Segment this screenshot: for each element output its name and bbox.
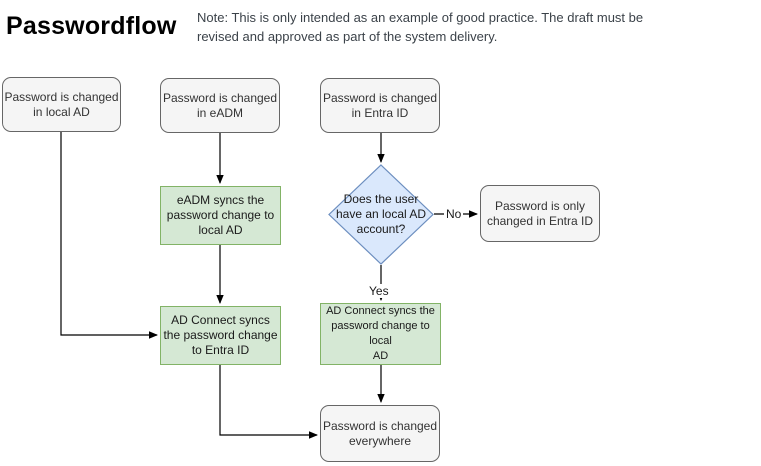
diamond-shape [328,164,434,265]
node-password-changed-eadm: Password is changed in eADM [160,78,280,133]
node-label: Password is changed in Entra ID [322,90,438,120]
node-password-changed-everywhere: Password is changed everywhere [320,405,440,462]
node-label: eADM syncs the password change to local … [166,193,275,237]
node-ad-connect-syncs-to-local-ad: AD Connect syncs the password change to … [320,303,441,365]
node-password-changed-local-ad: Password is changed in local AD [2,77,121,132]
edge-adc-entra-to-everywhere [219,365,318,439]
node-label: Password is changed in local AD [4,89,119,119]
edge-label-yes: Yes [367,284,391,298]
node-password-only-changed-entra-id: Password is only changed in Entra ID [480,185,600,242]
node-label: AD Connect syncs the password change to … [326,305,435,362]
node-label: AD Connect syncs the password change to … [163,313,278,357]
node-password-changed-entra-id: Password is changed in Entra ID [320,78,440,133]
node-label: Password is only changed in Entra ID [486,198,594,228]
node-ad-connect-syncs-to-entra-id: AD Connect syncs the password change to … [160,306,281,365]
node-eadm-syncs-password-to-local-ad: eADM syncs the password change to local … [160,186,281,245]
note-text: Note: This is only intended as an exampl… [197,10,644,44]
node-label: Password is changed in eADM [162,90,278,120]
edge-local-ad-to-adc-entra [60,132,158,339]
node-label: Password is changed everywhere [322,418,438,448]
page-title: Passwordflow [6,12,177,40]
node-decision-local-ad-account: Does the user have an local AD account? [328,164,434,265]
edge-label-no: No [444,207,464,221]
node-label: Does the user have an local AD account? [335,192,427,236]
